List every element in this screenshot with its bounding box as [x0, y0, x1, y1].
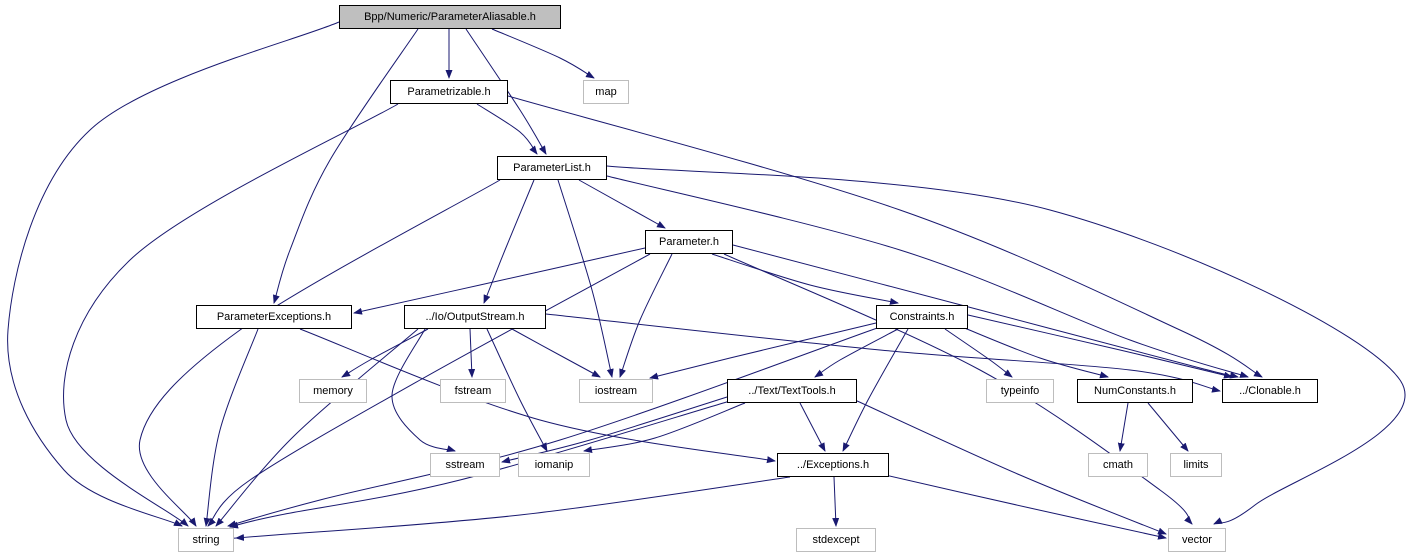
edge-constraints-to-typeinfo: [944, 328, 1013, 378]
node-parametrizable[interactable]: Parametrizable.h: [390, 80, 508, 104]
node-exceptions[interactable]: ../Exceptions.h: [777, 453, 889, 477]
edge-parameterlist-to-iostream: [557, 179, 614, 378]
edge-texttools-to-vector: [854, 399, 1167, 535]
edge-parameterlist-to-vector: [606, 165, 1406, 525]
node-fstream: fstream: [440, 379, 506, 403]
node-texttools[interactable]: ../Text/TextTools.h: [727, 379, 857, 403]
edge-parameterlist-to-outputstream: [483, 179, 535, 304]
node-parameter[interactable]: Parameter.h: [645, 230, 733, 254]
edge-parametrizable-to-parameterlist: [476, 103, 538, 155]
node-sstream: sstream: [430, 453, 500, 477]
node-limits: limits: [1170, 453, 1222, 477]
node-iostream: iostream: [579, 379, 653, 403]
node-outputstream[interactable]: ../Io/OutputStream.h: [404, 305, 546, 329]
node-vector: vector: [1168, 528, 1226, 552]
edge-parameterexceptions-to-exceptions: [299, 328, 776, 464]
edge-parameter-to-constraints: [711, 253, 899, 305]
node-constraints[interactable]: Constraints.h: [876, 305, 968, 329]
edge-exceptions-to-string: [232, 476, 791, 541]
edge-numconstants-to-limits: [1147, 402, 1189, 452]
edge-parameterlist-to-parameter: [578, 179, 666, 229]
edge-exceptions-to-vector: [884, 474, 1167, 540]
edge-texttools-to-iomanip: [583, 402, 746, 453]
edge-outputstream-to-string: [215, 328, 419, 527]
edge-outputstream-to-iomanip: [486, 328, 548, 452]
edge-exceptions-to-stdexcept: [832, 476, 840, 527]
edge-parameter-to-parameterexceptions: [353, 247, 646, 315]
node-clonable[interactable]: ../Clonable.h: [1222, 379, 1318, 403]
edge-numconstants-to-cmath: [1117, 402, 1129, 452]
node-typeinfo: typeinfo: [986, 379, 1054, 403]
edge-parameter-to-string: [207, 253, 651, 527]
edge-parameterlist-to-clonable: [606, 175, 1249, 378]
node-numconstants[interactable]: NumConstants.h: [1077, 379, 1193, 403]
edge-constraints-to-numconstants: [961, 326, 1109, 379]
edge-parameterexceptions-to-string: [203, 328, 259, 527]
node-iomanip: iomanip: [518, 453, 590, 477]
edge-parameter-to-iostream: [619, 253, 673, 378]
node-parameterlist[interactable]: ParameterList.h: [497, 156, 607, 180]
edge-constraints-to-clonable: [967, 314, 1233, 379]
node-cmath: cmath: [1088, 453, 1148, 477]
edge-constraints-to-exceptions: [842, 328, 909, 452]
edge-parameterlist-to-string: [138, 179, 501, 527]
edge-outputstream-to-clonable: [545, 313, 1221, 393]
node-parameterexceptions[interactable]: ParameterExceptions.h: [196, 305, 352, 329]
edge-parameter-to-clonable: [732, 244, 1239, 379]
node-memory: memory: [299, 379, 367, 403]
edge-constraints-to-texttools: [814, 328, 899, 378]
node-stdexcept: stdexcept: [796, 528, 876, 552]
node-string: string: [178, 528, 234, 552]
edge-constraints-to-string: [227, 326, 881, 528]
node-map: map: [583, 80, 629, 104]
node-parameteraliasable: Bpp/Numeric/ParameterAliasable.h: [339, 5, 561, 29]
edge-parametrizable-to-string: [63, 103, 399, 527]
edge-parameteraliasable-to-map: [491, 28, 595, 79]
edge-outputstream-to-iostream: [511, 328, 601, 378]
edge-parameteraliasable-to-parameterexceptions: [272, 28, 419, 304]
edge-outputstream-to-fstream: [468, 328, 476, 378]
edge-outputstream-to-sstream: [391, 328, 456, 452]
edge-parameteraliasable-to-parameterlist: [465, 28, 547, 155]
edge-texttools-to-string: [229, 400, 731, 529]
edge-parameteraliasable-to-string: [7, 21, 340, 527]
edge-constraints-to-iostream: [649, 322, 877, 380]
edge-parametrizable-to-clonable: [507, 95, 1263, 378]
edge-outputstream-to-memory: [341, 328, 429, 378]
edge-texttools-to-exceptions: [799, 402, 826, 452]
